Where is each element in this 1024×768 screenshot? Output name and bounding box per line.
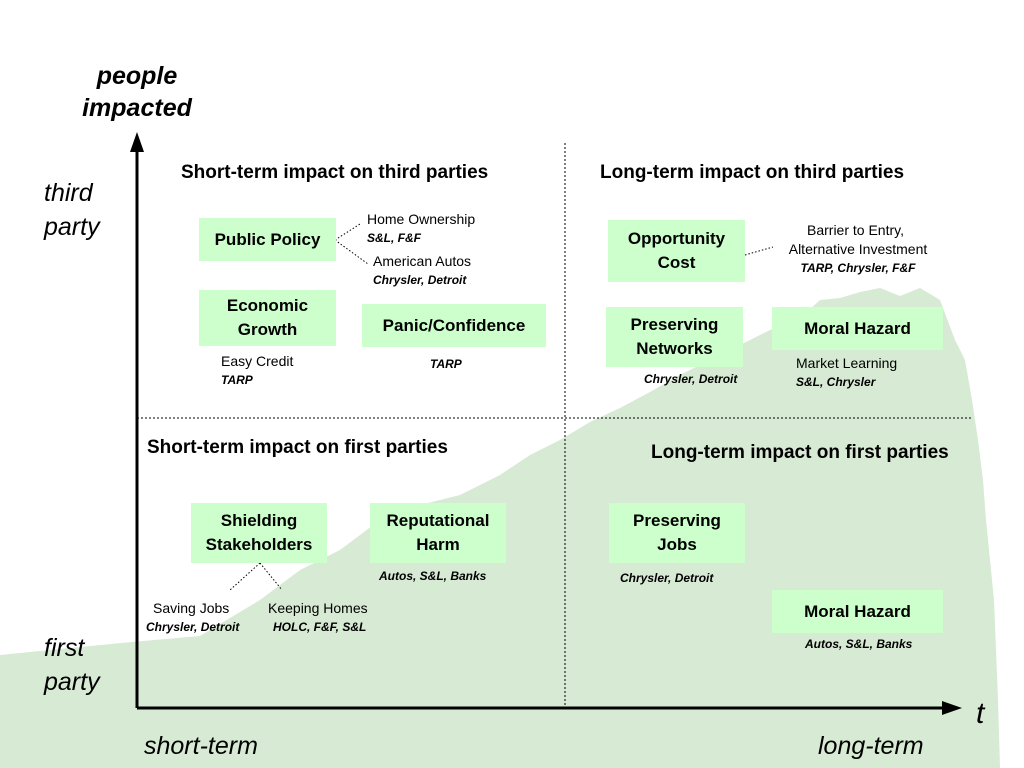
quadrant-title-bottom-right: Long-term impact on first parties (651, 442, 949, 463)
reputational-sub: Autos, S&L, Banks (379, 569, 487, 583)
economic-growth-box: Economic Growth (199, 290, 336, 346)
american-autos-sub: Chrysler, Detroit (373, 273, 467, 287)
easy-credit-sub: TARP (221, 373, 253, 387)
opportunity-cost-box: Opportunity Cost (608, 220, 745, 282)
x-axis-title: t (976, 697, 985, 730)
shielding-stakeholders-box: Shielding Stakeholders (191, 503, 327, 563)
quadrant-title-top-right: Long-term impact on third parties (600, 162, 905, 183)
y-axis-title: people impacted (82, 62, 192, 122)
x-axis-left-label: short-term (144, 732, 258, 760)
market-learning-note: Market Learning (796, 355, 898, 371)
preserving-jobs-sub: Chrysler, Detroit (620, 571, 714, 585)
public-policy-box: Public Policy (199, 218, 336, 261)
y-axis-top-label: third party (44, 179, 100, 241)
panic-confidence-box: Panic/Confidence (362, 304, 546, 347)
easy-credit-note: Easy Credit (221, 353, 294, 369)
keeping-homes-sub: HOLC, F&F, S&L (273, 620, 367, 634)
moral-hazard-bottom-sub: Autos, S&L, Banks (805, 637, 913, 651)
moral-hazard-top-box: Moral Hazard (772, 307, 943, 350)
quadrant-title-bottom-left: Short-term impact on first parties (147, 437, 448, 458)
preserving-jobs-box: Preserving Jobs (609, 503, 745, 563)
keeping-homes-note: Keeping Homes (268, 600, 368, 616)
moral-hazard-bottom-box: Moral Hazard (772, 590, 943, 633)
barrier-note-line1: Barrier to Entry, (807, 222, 904, 238)
home-ownership-note: Home Ownership (367, 211, 476, 227)
american-autos-note: American Autos (373, 253, 472, 269)
x-axis-arrowhead (942, 701, 962, 715)
quadrant-title-top-left: Short-term impact on third parties (181, 162, 489, 183)
x-axis-right-label: long-term (818, 732, 924, 760)
panic-sub: TARP (430, 357, 462, 371)
y-axis-arrowhead (130, 132, 144, 152)
barrier-note-line2: Alternative Investment (788, 241, 928, 257)
connector-public-policy (334, 223, 369, 265)
networks-sub: Chrysler, Detroit (644, 372, 738, 386)
barrier-sub: TARP, Chrysler, F&F (800, 261, 916, 275)
saving-jobs-note: Saving Jobs (153, 600, 230, 616)
reputational-harm-box: Reputational Harm (370, 503, 506, 563)
connector-shielding-stakeholders (229, 562, 283, 591)
y-axis-bottom-label: first party (44, 634, 100, 696)
connector-opportunity-cost (744, 246, 774, 256)
home-ownership-sub: S&L, F&F (367, 231, 421, 245)
saving-jobs-sub: Chrysler, Detroit (146, 620, 240, 634)
preserving-networks-box: Preserving Networks (606, 307, 743, 367)
market-learning-sub: S&L, Chrysler (796, 375, 876, 389)
